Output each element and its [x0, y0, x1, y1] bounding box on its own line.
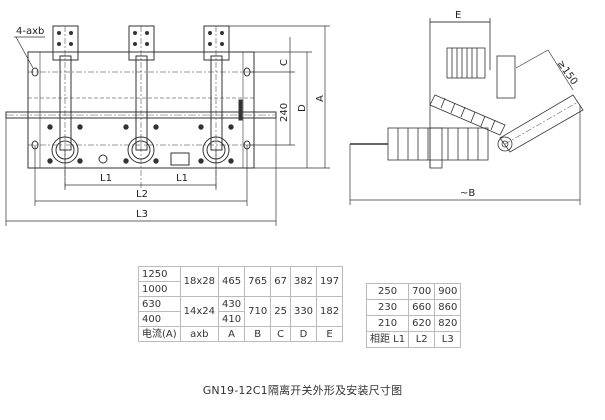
l1-cell: 230	[365, 299, 410, 316]
dim-l1-left: L1	[100, 173, 112, 184]
axb-cell: 18x28	[179, 266, 220, 297]
header-axb: axb	[179, 326, 220, 342]
hole-spec-label: 4-axb	[16, 26, 44, 37]
b-cell: 710	[244, 296, 272, 327]
header-l3: L3	[434, 331, 462, 348]
side-dimensions	[349, 21, 581, 205]
l2-cell: 660	[408, 299, 436, 316]
blade-open	[499, 94, 584, 153]
l3-cell: 860	[434, 299, 462, 316]
dim-l3: L3	[136, 209, 148, 220]
l3-cell: 900	[434, 283, 462, 300]
dim-b: ~B	[460, 188, 475, 199]
diagonal-insulator	[429, 94, 506, 136]
dim-d: D	[297, 104, 308, 112]
header-e: E	[316, 326, 344, 342]
mount-hole	[31, 67, 39, 77]
current-cell: 400	[138, 311, 181, 327]
header-current: 电流(A)	[138, 326, 181, 342]
b-cell: 765	[244, 266, 272, 297]
side-view	[350, 18, 584, 169]
front-dimensions	[5, 25, 330, 226]
dim-l1-right: L1	[176, 173, 188, 184]
spacing-table: 250 700 900 230 660 860 210 620 820 相距 L…	[365, 283, 462, 348]
axb-cell: 14x24	[179, 296, 220, 327]
nameplate	[170, 152, 190, 166]
l2-cell: 700	[408, 283, 436, 300]
pole-middle	[127, 25, 155, 190]
current-cell: 630	[138, 296, 181, 312]
l2-cell: 620	[408, 315, 436, 332]
c-cell: 25	[270, 296, 291, 327]
table-header-row: 电流(A) axb A B C D E	[138, 326, 344, 342]
d-cell: 382	[289, 266, 318, 297]
a-cell: 465	[218, 266, 246, 297]
lower-insulator	[387, 127, 489, 161]
a-cell: 410	[218, 311, 246, 327]
c-cell: 67	[270, 266, 291, 297]
table-row: 250 700 900	[365, 283, 462, 300]
l3-cell: 820	[434, 315, 462, 332]
table-row: 1250 18x28 465 765 67 382 197	[138, 266, 344, 297]
header-b: B	[244, 326, 272, 342]
table-row: 630 14x24 430 710 25 330 182	[138, 296, 344, 327]
current-cell: 1250	[138, 266, 181, 282]
l1-cell: 210	[365, 315, 410, 332]
dim-l2: L2	[136, 189, 148, 200]
l1-cell: 250	[365, 283, 410, 300]
dimension-table: 1250 18x28 465 765 67 382 197 1000 630 1…	[138, 266, 344, 342]
dim-a: A	[315, 95, 326, 102]
header-l2: L2	[408, 331, 436, 348]
header-c: C	[270, 326, 291, 342]
table-row: 230 660 860	[365, 299, 462, 316]
table-header-row: 相距 L1 L2 L3	[365, 331, 462, 348]
d-cell: 330	[289, 296, 318, 327]
dim-e: E	[455, 10, 461, 21]
inner-frame	[39, 51, 244, 169]
dim-240: 240	[279, 103, 290, 122]
e-cell: 182	[316, 296, 344, 327]
front-view	[5, 25, 277, 190]
upper-insulator	[446, 47, 486, 79]
ground-symbol-icon	[98, 154, 108, 164]
figure-caption: GN19-12C1隔离开关外形及安装尺寸图	[202, 384, 403, 397]
header-d: D	[289, 326, 318, 342]
current-cell: 1000	[138, 281, 181, 297]
dim-c: C	[279, 59, 290, 66]
header-a: A	[218, 326, 246, 342]
table-row: 210 620 820	[365, 315, 462, 332]
dim-min-gap: ≥150	[555, 58, 580, 87]
blade-bracket	[496, 55, 516, 99]
header-l1: 相距 L1	[365, 331, 410, 348]
e-cell: 197	[316, 266, 344, 297]
a-cell: 430	[218, 296, 246, 312]
